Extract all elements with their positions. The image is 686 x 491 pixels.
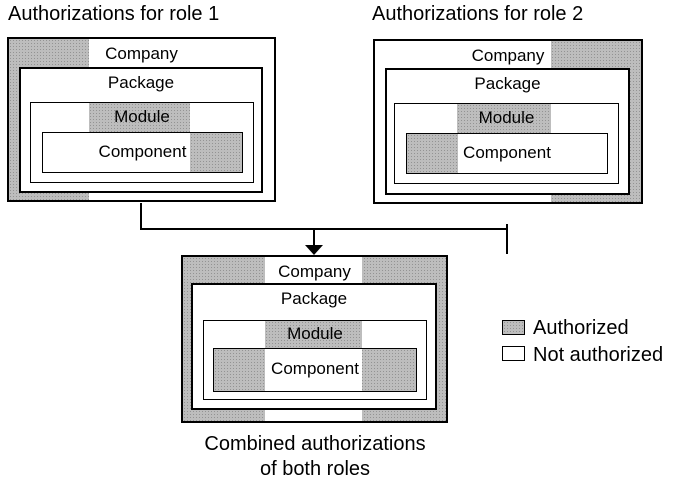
role2-package-label: Package [474, 74, 541, 93]
role1-title: Authorizations for role 1 [8, 3, 220, 25]
role2-module-label: Module [478, 108, 535, 127]
role1-module-label: Module [114, 107, 170, 126]
combined-caption-line1: Combined authorizations [204, 433, 426, 455]
combined-caption: Combined authorizations of both roles [155, 432, 475, 482]
role1-component-authorized-region [190, 133, 242, 172]
combined-package-label: Package [280, 289, 348, 308]
role1-company-box: Company Package Module Component [7, 37, 276, 202]
role2-component-box: Component [406, 133, 608, 174]
role2-component-label: Component [463, 143, 551, 162]
role1-package-label: Package [107, 73, 175, 92]
role2-company-box: Company Package Module Component [373, 39, 643, 204]
role2-company-label: Company [471, 46, 545, 65]
connector-horizontal-line [140, 228, 508, 230]
role1-module-authorized-region [89, 103, 190, 132]
connector-role1-drop-line [140, 203, 142, 229]
combined-component-not-authorized-region [265, 349, 362, 391]
legend-not-authorized-label: Not authorized [533, 344, 664, 366]
combined-package-box: Package Module Component [191, 283, 437, 410]
role1-component-box: Component [42, 132, 243, 173]
connector-arrow-stem [313, 230, 315, 246]
legend-authorized-swatch [502, 320, 525, 335]
legend-not-authorized-swatch [502, 346, 525, 361]
combined-module-box: Module Component [203, 320, 427, 400]
arrowhead-down-icon [305, 245, 323, 255]
role2-module-box: Module Component [394, 103, 619, 184]
combined-module-authorized-region [265, 321, 362, 348]
combined-module-label: Module [287, 324, 343, 343]
role1-package-box: Package Module Component [19, 67, 263, 193]
role2-title: Authorizations for role 2 [372, 3, 584, 25]
role1-component-label: Component [98, 142, 187, 161]
role2-module-authorized-region [457, 104, 551, 133]
role2-package-box: Package Module Component [385, 68, 630, 195]
combined-component-box: Component [213, 348, 417, 392]
legend-authorized-label: Authorized [533, 317, 629, 339]
role1-module-box: Module Component [30, 102, 254, 183]
role1-company-label: Company [105, 44, 178, 63]
connector-role2-drop-line [506, 224, 508, 254]
role2-component-authorized-region [407, 134, 458, 173]
combined-component-label: Component [271, 359, 359, 378]
combined-company-box: Company Package Module Component [181, 255, 448, 423]
combined-company-label: Company [278, 262, 351, 281]
combined-caption-line2: of both roles [259, 458, 371, 480]
